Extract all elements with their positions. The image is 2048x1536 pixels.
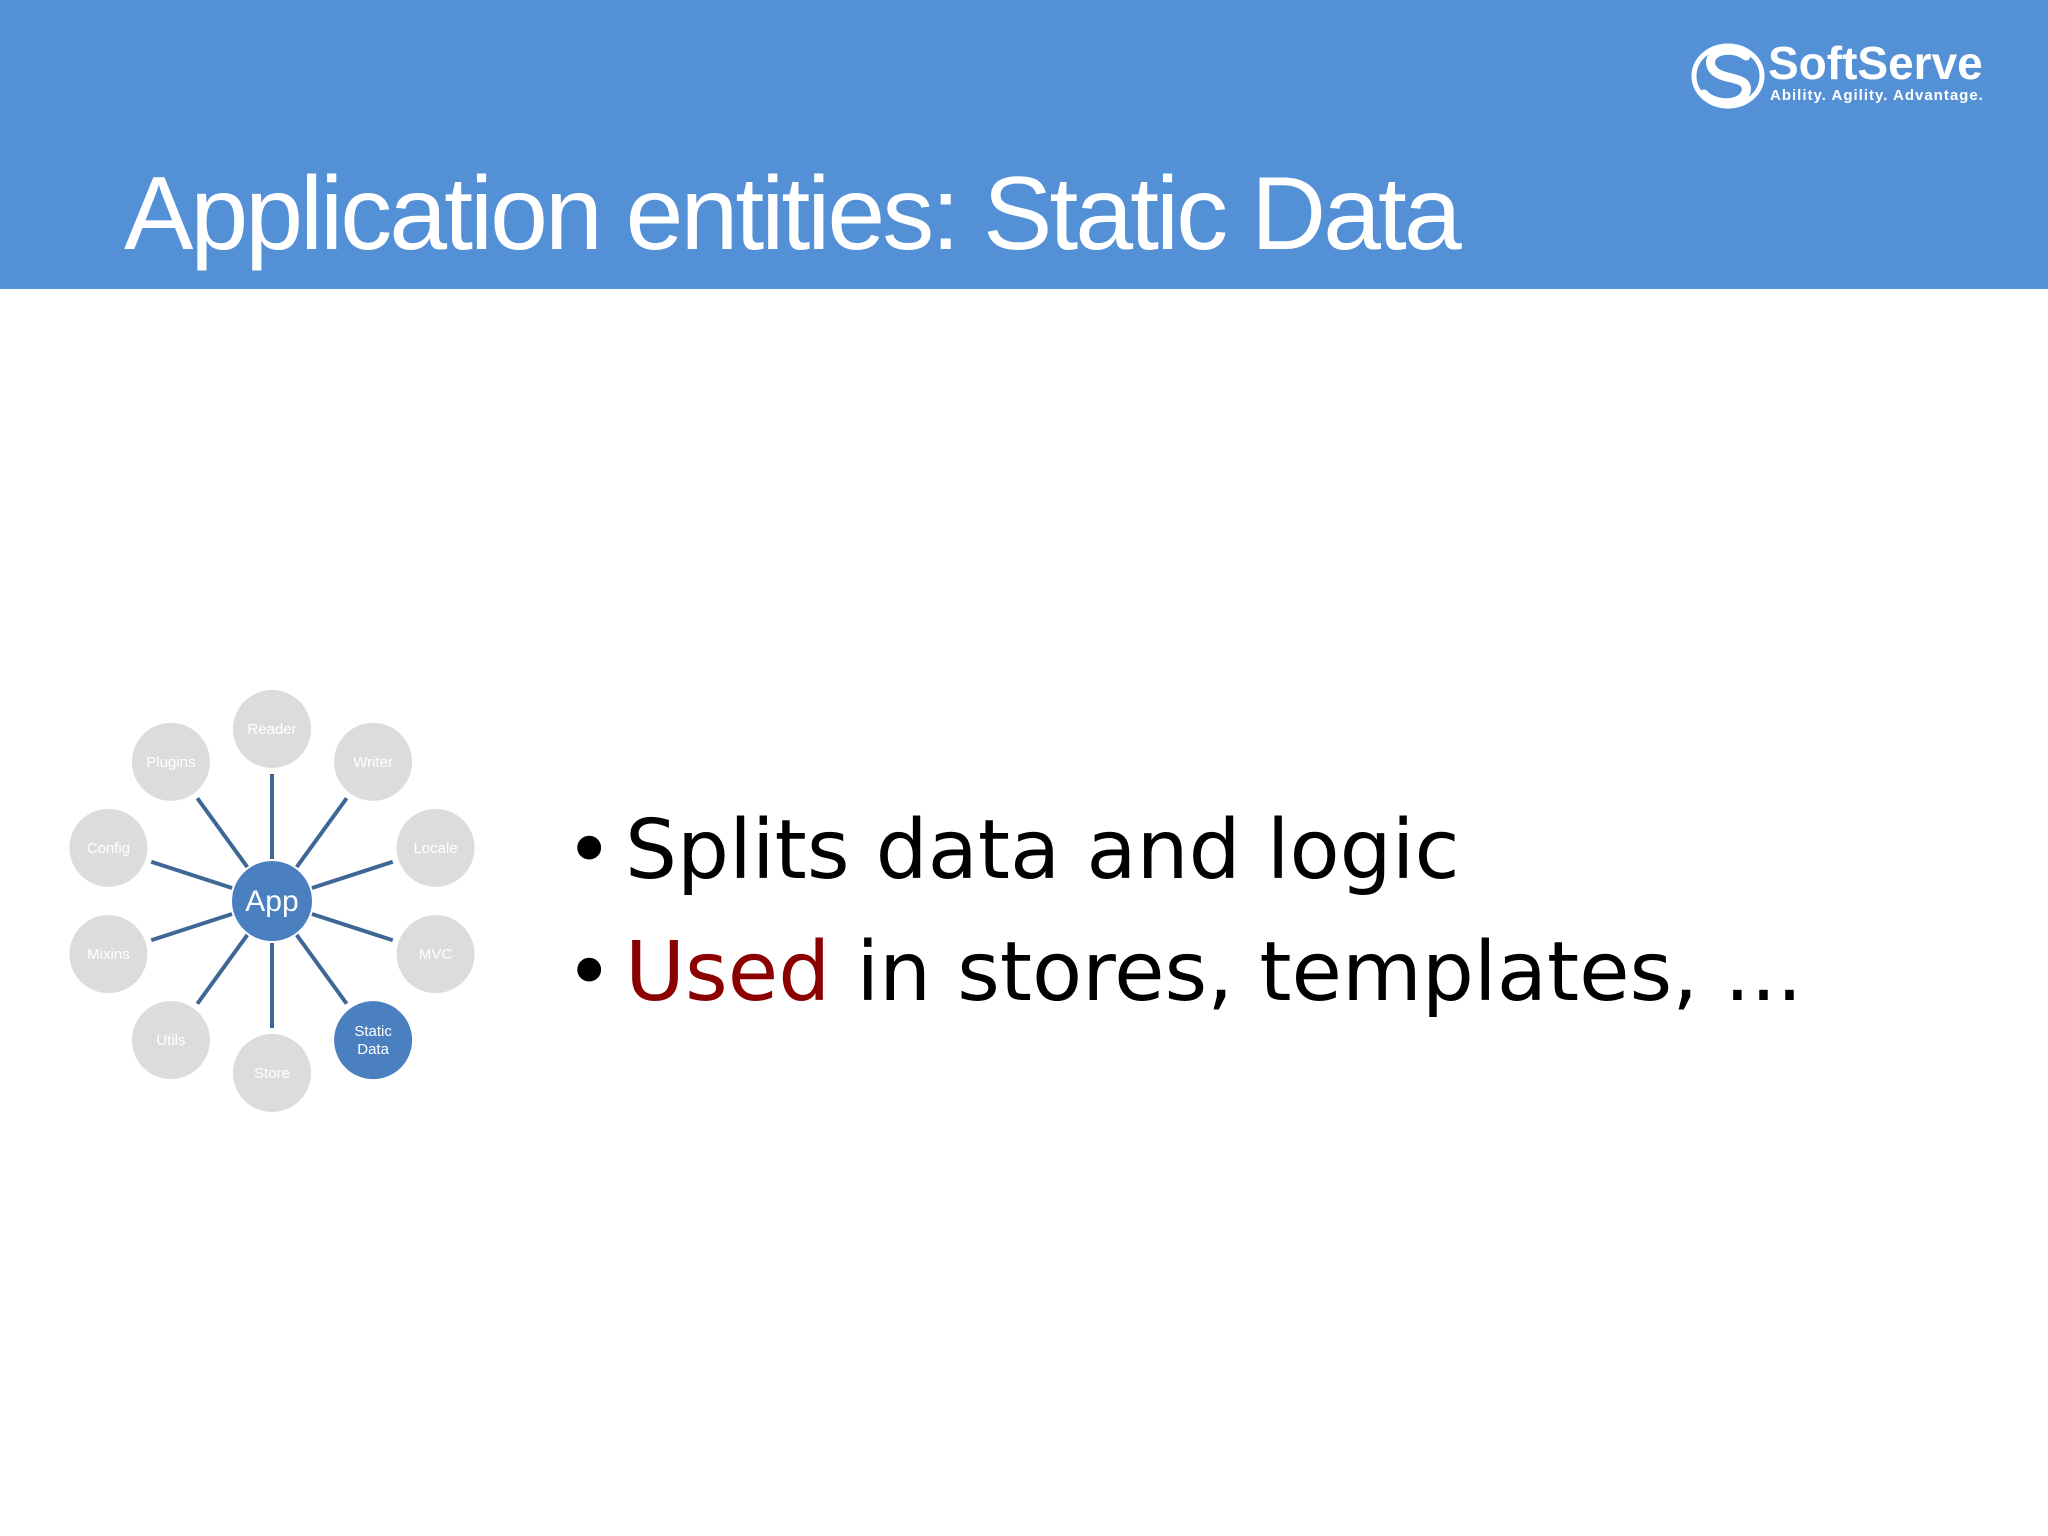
diagram-node-config: Config: [69, 808, 148, 887]
diagram-node-mixins: Mixins: [69, 915, 148, 994]
node-circle: [396, 915, 475, 994]
header-bar: Application entities: Static Data SoftSe…: [0, 0, 2048, 289]
logo-tagline: Ability. Agility. Advantage.: [1770, 87, 1984, 104]
node-circle: [131, 722, 210, 801]
spoke-mvc: [311, 912, 394, 943]
bullet-marker: •: [565, 803, 614, 898]
node-label: Store: [254, 1065, 290, 1082]
bullet-marker: •: [565, 925, 614, 1020]
diagram-node-utils: Utils: [131, 1001, 210, 1080]
node-label: Config: [87, 840, 130, 857]
spoke-plugins: [195, 797, 249, 869]
node-label: MVC: [419, 946, 453, 963]
node-circle: [131, 1001, 210, 1080]
diagram-node-locale: Locale: [396, 808, 475, 887]
spoke-config: [150, 859, 233, 890]
node-label: Locale: [413, 840, 457, 857]
diagram-hub-app: App: [232, 861, 312, 941]
softserve-logo: SoftServe Ability. Agility. Advantage.: [1690, 36, 2010, 116]
diagram-node-plugins: Plugins: [131, 722, 210, 801]
spoke-static-data: [295, 933, 349, 1005]
node-circle: [233, 690, 311, 768]
node-label: Mixins: [87, 946, 130, 963]
spoke-writer: [295, 797, 349, 869]
bullet-item-splits: • Splits data and logic: [565, 790, 1803, 912]
node-label: Plugins: [146, 754, 195, 771]
node-circle: [334, 722, 413, 801]
spoke-locale: [311, 859, 394, 890]
bullet-list: • Splits data and logic • Used in stores…: [565, 790, 1803, 1034]
node-circle: [69, 915, 148, 994]
node-circle: [334, 1001, 413, 1080]
diagram-node-reader: Reader: [233, 690, 311, 768]
bullet-text: in stores, templates, ...: [830, 925, 1803, 1020]
bullet-accent-text: Used: [625, 925, 831, 1020]
spoke-mixins: [150, 912, 233, 943]
diagram-node-writer: Writer: [334, 722, 413, 801]
diagram-node-mvc: MVC: [396, 915, 475, 994]
diagram-node-store: Store: [233, 1034, 311, 1112]
node-circle: [396, 808, 475, 887]
bullet-text: Splits data and logic: [625, 803, 1460, 898]
node-circle: [233, 1034, 311, 1112]
softserve-s-logo-icon: [1691, 43, 1765, 109]
node-label: Writer: [353, 754, 393, 771]
node-label: Utils: [156, 1032, 185, 1049]
spokes: [150, 774, 394, 1028]
slide-title: Application entities: Static Data: [124, 156, 1462, 272]
logo-brand: SoftServe: [1768, 37, 1983, 89]
node-label: Reader: [247, 721, 296, 738]
hub-label: App: [245, 885, 298, 918]
hub-circle: [232, 861, 312, 941]
bullet-item-used: • Used in stores, templates, ...: [565, 912, 1803, 1034]
node-circle: [69, 808, 148, 887]
spoke-utils: [195, 933, 249, 1005]
